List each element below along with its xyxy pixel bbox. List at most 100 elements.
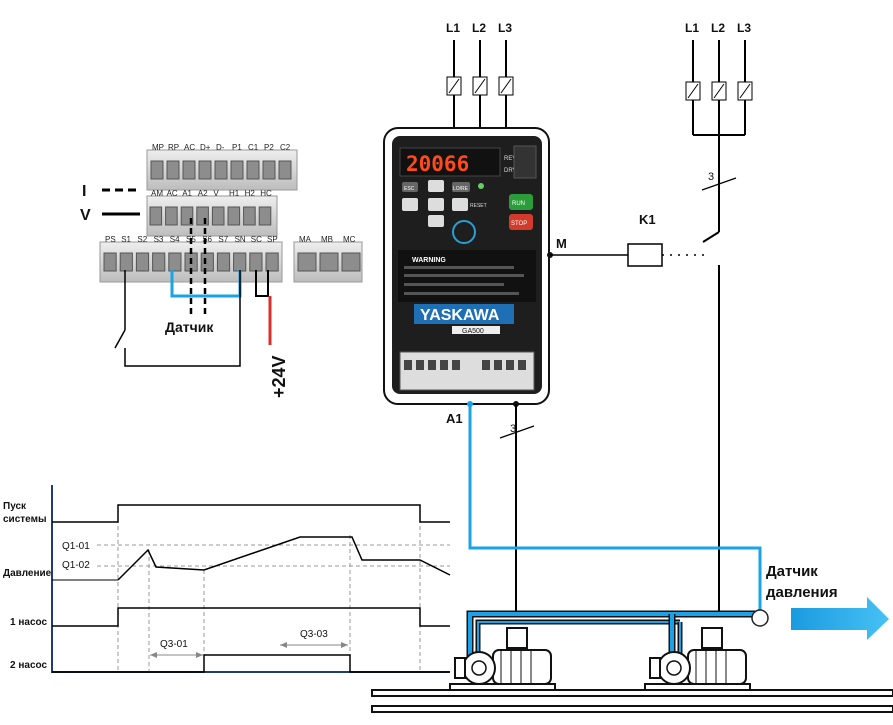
svg-text:RESET: RESET bbox=[470, 203, 487, 209]
terminal-screw bbox=[265, 252, 279, 272]
supply-right-l3: L3 bbox=[737, 21, 751, 35]
delay-q3-01: Q3-01 bbox=[160, 639, 188, 650]
terminal-label: S6 bbox=[202, 235, 212, 244]
supply-left: L1 L2 L3 bbox=[446, 21, 514, 130]
terminal-screw bbox=[180, 206, 194, 226]
enter-key[interactable] bbox=[428, 198, 444, 211]
drive-output: A1 3 bbox=[446, 401, 762, 615]
stop-key[interactable] bbox=[509, 214, 533, 230]
terminal-screw bbox=[297, 252, 317, 272]
a1-label: A1 bbox=[446, 411, 463, 426]
run-key[interactable] bbox=[509, 194, 533, 210]
left-key[interactable] bbox=[402, 198, 418, 211]
terminal-label: MA bbox=[299, 235, 312, 244]
terminal-screw bbox=[216, 252, 231, 272]
pressure-sensor-icon bbox=[751, 609, 769, 627]
terminal-label: A1 bbox=[182, 189, 192, 198]
terminal-label: S1 bbox=[121, 235, 131, 244]
brand-label: YASKAWA bbox=[420, 307, 500, 324]
terminal-screw bbox=[196, 206, 209, 226]
terminal-label: P2 bbox=[264, 143, 274, 152]
terminal-label: S7 bbox=[218, 235, 228, 244]
terminal-label: H2 bbox=[245, 189, 256, 198]
terminal-label: AC bbox=[167, 189, 178, 198]
terminal-screw bbox=[249, 252, 263, 272]
signal-pressure: Давление bbox=[3, 568, 52, 579]
v-label: V bbox=[80, 207, 91, 224]
up-key[interactable] bbox=[428, 180, 444, 192]
terminal-label: SC bbox=[251, 235, 262, 244]
terminal-screw bbox=[182, 160, 196, 180]
level-q1-01: Q1-01 bbox=[62, 541, 90, 552]
pump-2 bbox=[644, 627, 751, 693]
right-key[interactable] bbox=[452, 198, 468, 211]
terminal-screw bbox=[262, 160, 276, 180]
terminal-label: S3 bbox=[154, 235, 164, 244]
pumps bbox=[449, 627, 751, 693]
terminal-label: D- bbox=[216, 143, 225, 152]
terminal-screw bbox=[227, 206, 241, 226]
terminal-screw bbox=[168, 252, 182, 272]
down-key[interactable] bbox=[428, 215, 444, 227]
terminal-label: V bbox=[213, 189, 219, 198]
supply-left-l2: L2 bbox=[472, 21, 486, 35]
terminal-label: MP bbox=[152, 143, 164, 152]
terminal-screw bbox=[243, 206, 256, 226]
level-q1-02: Q1-02 bbox=[62, 560, 90, 571]
delay-q3-03: Q3-03 bbox=[300, 629, 328, 640]
flow-arrow-icon bbox=[791, 597, 889, 640]
supply-left-l1: L1 bbox=[446, 21, 460, 35]
signal-start-l2: системы bbox=[3, 514, 47, 525]
terminal-screw bbox=[214, 160, 228, 180]
signal-pump1: 1 насос bbox=[10, 617, 47, 628]
terminal-screw bbox=[103, 252, 117, 272]
terminal-screw bbox=[198, 160, 212, 180]
terminal-screw bbox=[341, 252, 361, 272]
terminal-screw bbox=[319, 252, 339, 272]
sensor-wiring: Датчик +24V bbox=[114, 218, 289, 398]
terminal-label: P1 bbox=[232, 143, 242, 152]
fuse-icon bbox=[446, 76, 514, 96]
vfd-drive: 20066 REV DRV ESC LO/RE RESET RUN STOP W… bbox=[383, 127, 553, 405]
terminal-label: MB bbox=[321, 235, 333, 244]
pressure-sensor-label-1: Датчик bbox=[766, 563, 818, 580]
i-label: I bbox=[82, 183, 86, 200]
terminal-screw bbox=[200, 252, 214, 272]
svg-text:ESC: ESC bbox=[404, 186, 415, 192]
terminal-label: RP bbox=[168, 143, 179, 152]
terminal-screw bbox=[230, 160, 244, 180]
terminal-label: H1 bbox=[229, 189, 240, 198]
sensor-label: Датчик bbox=[165, 319, 214, 335]
lo-re-key[interactable] bbox=[452, 182, 470, 192]
terminal-screw bbox=[166, 160, 180, 180]
terminal-screw bbox=[119, 252, 133, 272]
terminal-screw bbox=[152, 252, 166, 272]
iv-legend: I V bbox=[80, 183, 140, 224]
model-label: GA500 bbox=[462, 328, 484, 335]
pressure-sensor-label-2: давления bbox=[766, 584, 838, 601]
led-drv: DRV bbox=[504, 168, 517, 174]
terminal-label: S2 bbox=[137, 235, 147, 244]
warning-label: WARNING bbox=[412, 257, 446, 264]
m-label: M bbox=[556, 236, 567, 251]
phase-count-right: 3 bbox=[708, 171, 714, 183]
signal-start-l1: Пуск bbox=[3, 501, 27, 512]
terminal-label: C2 bbox=[280, 143, 291, 152]
terminal-screw bbox=[149, 206, 163, 226]
pump-1 bbox=[449, 627, 556, 693]
terminal-label: MC bbox=[343, 235, 356, 244]
terminal-screw bbox=[246, 160, 260, 180]
logo-ring-icon bbox=[452, 220, 476, 244]
terminal-label: A2 bbox=[198, 189, 208, 198]
voltage-label: +24V bbox=[269, 355, 289, 398]
led-rev: REV bbox=[504, 156, 516, 162]
svg-text:STOP: STOP bbox=[511, 221, 527, 227]
signal-pump2: 2 насос bbox=[10, 660, 47, 671]
terminal-label: SP bbox=[267, 235, 278, 244]
terminal-screw bbox=[211, 206, 225, 226]
supply-left-l3: L3 bbox=[498, 21, 512, 35]
terminal-label: AC bbox=[184, 143, 195, 152]
terminal-label: C1 bbox=[248, 143, 259, 152]
esc-key[interactable] bbox=[402, 182, 418, 192]
terminal-label: AM bbox=[151, 189, 163, 198]
